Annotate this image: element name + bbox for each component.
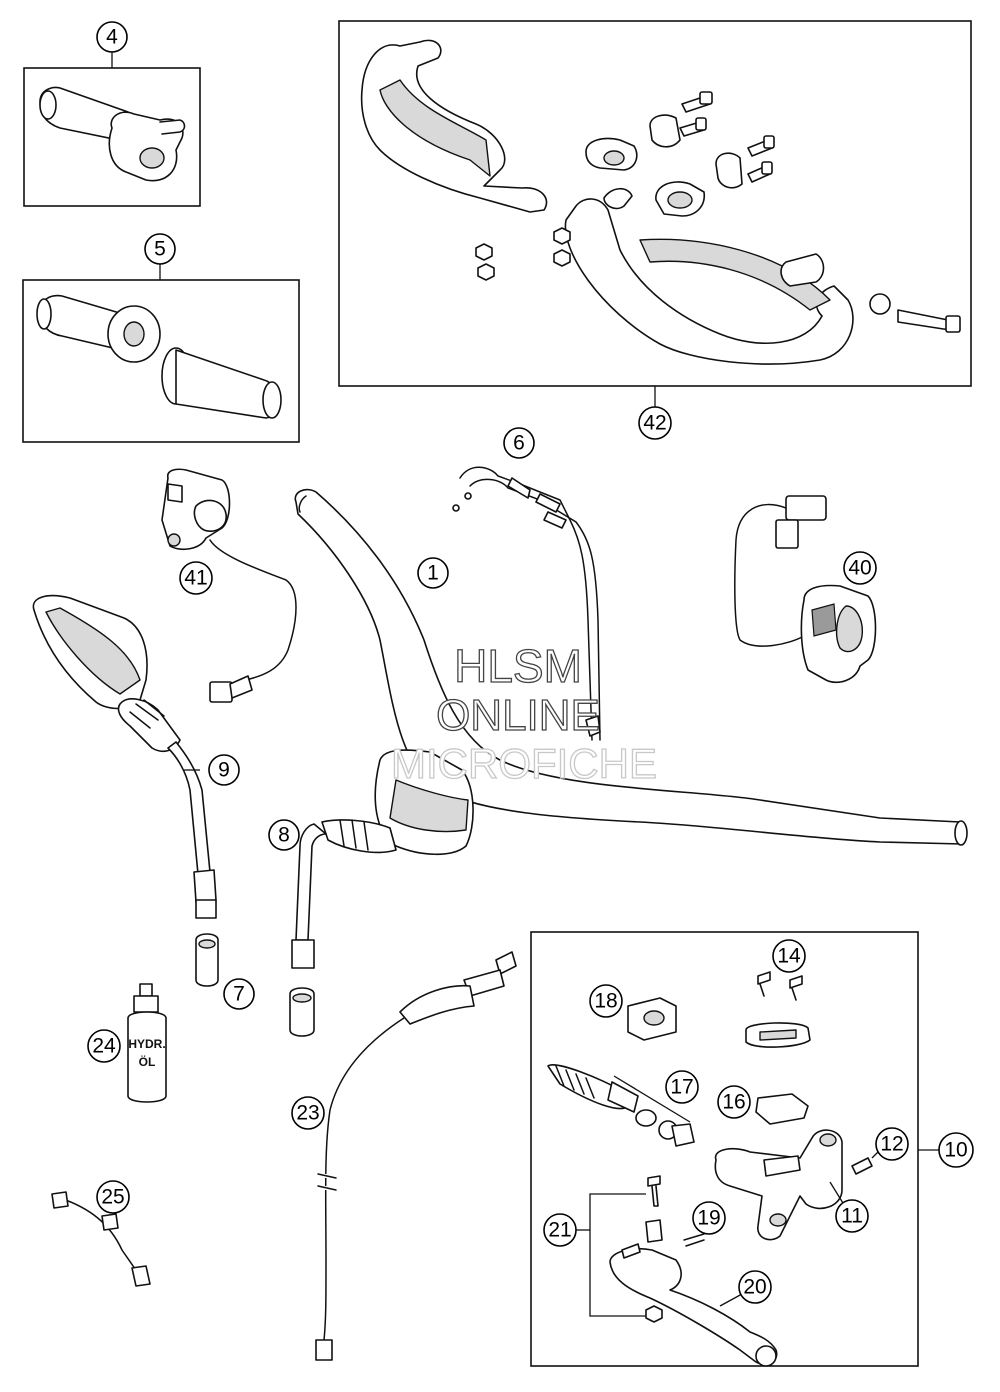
svg-text:8: 8	[278, 824, 290, 847]
watermark-line1: HLSM	[454, 640, 582, 692]
callout-14: 14	[772, 939, 806, 973]
svg-text:6: 6	[513, 432, 525, 455]
svg-text:42: 42	[643, 412, 666, 435]
callout-8: 8	[268, 819, 300, 851]
svg-text:9: 9	[218, 759, 230, 782]
leader-20	[719, 1293, 743, 1307]
bottle-label-line2: ÖL	[139, 1054, 156, 1069]
svg-text:25: 25	[101, 1186, 124, 1209]
svg-text:12: 12	[880, 1133, 903, 1156]
svg-text:18: 18	[594, 990, 617, 1013]
switch-41	[161, 468, 297, 703]
hydraulic-oil-bottle-24: HYDR. ÖL	[127, 983, 167, 1103]
callout-17: 17	[665, 1070, 699, 1104]
switch-40	[734, 495, 877, 684]
mirror-9	[32, 594, 219, 987]
callout-21: 21	[543, 1213, 577, 1247]
leader-12	[871, 1151, 879, 1159]
throttle-cable-6	[452, 466, 601, 741]
brake-assembly-box-10	[530, 931, 919, 1367]
sensor-cable-25	[51, 1191, 151, 1287]
callout-1: 1	[417, 557, 449, 589]
svg-text:1: 1	[427, 562, 439, 585]
callout-4: 4	[96, 21, 128, 53]
callout-9: 9	[208, 754, 240, 786]
watermark-line2: ONLINE	[436, 691, 600, 740]
grip-set-5	[36, 294, 282, 419]
callout-12: 12	[875, 1127, 909, 1161]
svg-text:17: 17	[670, 1076, 693, 1099]
callout-11: 11	[835, 1199, 869, 1233]
callout-24: 24	[87, 1029, 121, 1063]
svg-text:5: 5	[154, 238, 166, 261]
svg-text:24: 24	[92, 1035, 116, 1058]
mirror-8	[289, 749, 474, 1037]
svg-text:40: 40	[848, 557, 871, 580]
callout-6: 6	[503, 427, 535, 459]
svg-text:19: 19	[697, 1207, 720, 1230]
callout-7: 7	[223, 978, 255, 1010]
callout-20: 20	[738, 1270, 772, 1304]
callout-41: 41	[179, 561, 213, 595]
callout-42: 42	[638, 406, 672, 440]
bottle-label-line1: HYDR.	[128, 1037, 165, 1051]
throttle-grip-4	[39, 86, 186, 182]
callout-40: 40	[843, 551, 877, 585]
grip-box-5	[22, 279, 300, 443]
svg-text:4: 4	[106, 26, 118, 49]
callout-10: 10	[938, 1132, 974, 1168]
callout-25: 25	[96, 1180, 130, 1214]
svg-text:11: 11	[841, 1205, 863, 1228]
callout-16: 16	[717, 1085, 751, 1119]
svg-text:16: 16	[722, 1091, 745, 1114]
svg-text:10: 10	[944, 1139, 967, 1162]
callout-18: 18	[589, 984, 623, 1018]
svg-text:41: 41	[184, 567, 207, 590]
handguard-set-42	[360, 39, 961, 365]
svg-text:23: 23	[296, 1102, 319, 1125]
svg-text:7: 7	[233, 983, 245, 1006]
svg-text:21: 21	[548, 1219, 571, 1242]
callout-5: 5	[144, 233, 176, 265]
handlebar-1	[294, 488, 968, 846]
brake-assembly-10	[547, 971, 873, 1367]
svg-text:20: 20	[743, 1276, 766, 1299]
watermark-line3: MICROFICHE	[391, 740, 657, 787]
callout-23: 23	[291, 1096, 325, 1130]
clutch-line-23	[315, 951, 517, 1361]
svg-text:14: 14	[777, 945, 801, 968]
callout-19: 19	[692, 1201, 726, 1235]
